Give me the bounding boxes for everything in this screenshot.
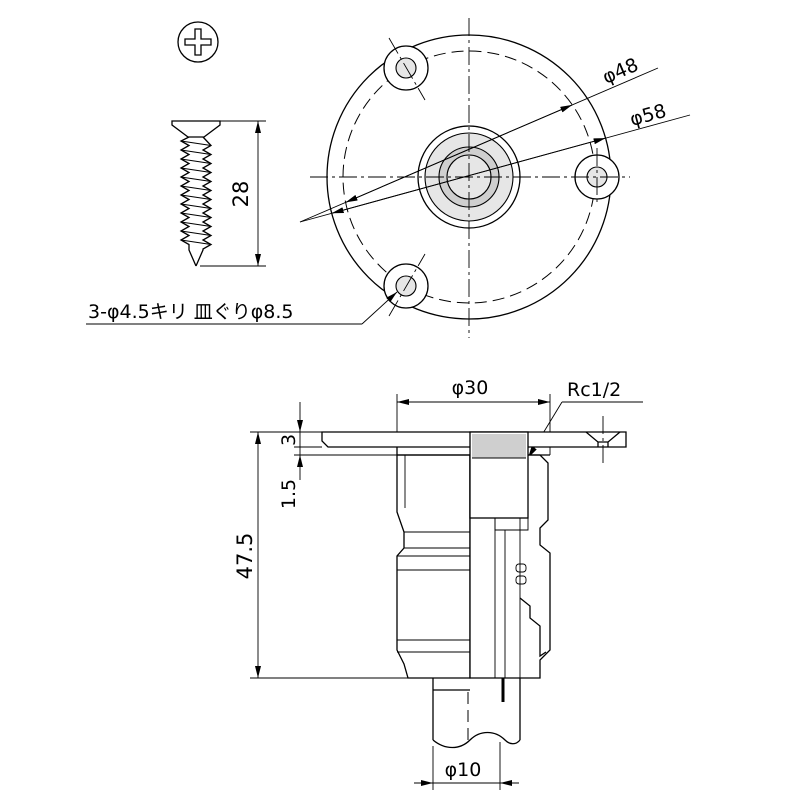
threaded-insert-shading (472, 434, 526, 458)
thread-line (180, 167, 212, 173)
hole-note-leader (361, 291, 398, 325)
thread-callout: Rc1/2 (527, 379, 643, 459)
thread-line (180, 185, 212, 191)
hole-note: 3-φ4.5キリ 皿ぐりφ8.5 (86, 291, 398, 325)
hole-center-line (388, 37, 426, 101)
clip-detail (515, 563, 527, 573)
tube-diameter-dimension: φ10 (414, 742, 519, 790)
screw-thread-right-profile (195, 136, 213, 267)
body-left-profile (396, 447, 471, 679)
flange-diameter-arrow-left (331, 175, 470, 214)
mounting-hole-right (574, 148, 620, 206)
countersink-hole (585, 431, 621, 447)
flange-thickness-label: 3 (278, 434, 300, 446)
screw-thread-left-profile (179, 136, 197, 267)
thread-leader (527, 401, 563, 459)
phillips-circle (177, 21, 219, 63)
flange-diameter-label: φ58 (628, 100, 669, 131)
screw-threads (179, 136, 213, 267)
body-diameter-dimension: φ30 (396, 377, 551, 455)
thread-line (180, 140, 212, 146)
thread-line (180, 230, 212, 236)
bolt-circle-label: φ48 (599, 54, 641, 89)
height-dimensions: 3 1.5 47.5 (233, 402, 410, 679)
body-diameter-label: φ30 (452, 377, 489, 399)
thread-line (180, 194, 212, 200)
screw-length-label: 28 (229, 181, 253, 208)
thread-line (180, 149, 212, 155)
phillips-cross (184, 28, 212, 56)
phillips-head-icon (177, 21, 219, 63)
screw-head (171, 120, 221, 138)
thread-line (180, 212, 212, 218)
flange-top-view: φ48 φ58 3-φ4.5キリ 皿ぐりφ8.5 (86, 18, 691, 338)
outlet-tube (432, 678, 521, 749)
screw-length-dimension: 28 (200, 120, 266, 267)
mounting-hole-top-left (383, 37, 429, 101)
screw (171, 120, 221, 267)
thread-line (180, 158, 212, 164)
hole-center-line (388, 253, 426, 317)
tube-diameter-label: φ10 (445, 759, 482, 781)
flange-diameter-arrow-right (468, 137, 606, 177)
bolt-circle-arrow-right (468, 104, 573, 150)
bolt-circle-arrow-left (345, 148, 470, 203)
inner-step (494, 518, 529, 531)
retaining-clip (519, 597, 547, 658)
thread-line (180, 239, 212, 245)
hole-note-label: 3-φ4.5キリ 皿ぐりφ8.5 (88, 301, 293, 323)
thread-line (180, 203, 212, 209)
overall-height-label: 47.5 (233, 533, 257, 580)
clip-detail (515, 575, 527, 585)
side-view: φ30 Rc1/2 (233, 377, 643, 790)
step-label: 1.5 (278, 479, 300, 509)
thread-line (180, 176, 212, 182)
thread-line (180, 221, 212, 227)
thread-label: Rc1/2 (567, 379, 621, 401)
tube-break-line (432, 731, 521, 749)
